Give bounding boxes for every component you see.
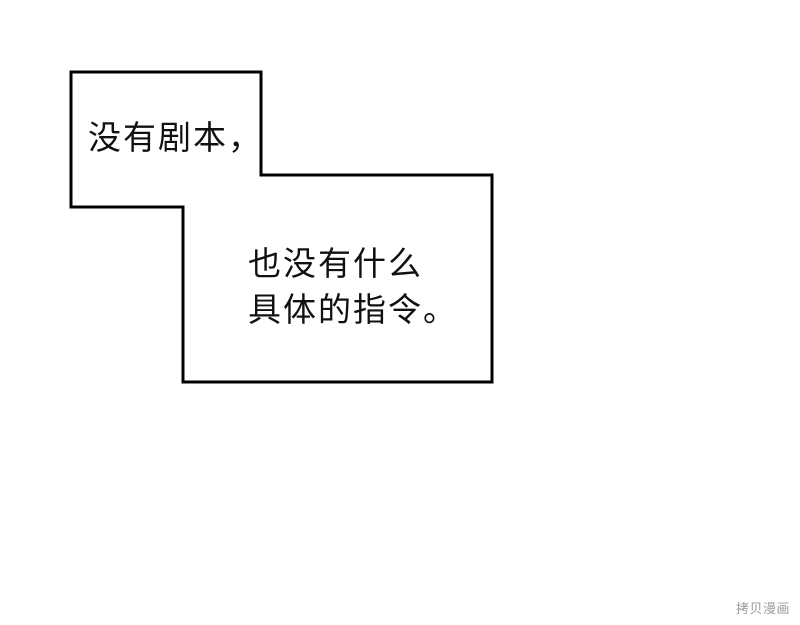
caption-line-3: 具体的指令。 [248,290,458,329]
caption-block-2: 也没有什么 具体的指令。 [248,241,458,333]
caption-line-1: 没有剧本， [88,118,263,157]
watermark-text: 拷贝漫画 [735,602,790,617]
caption-line-2: 也没有什么 [248,244,423,283]
